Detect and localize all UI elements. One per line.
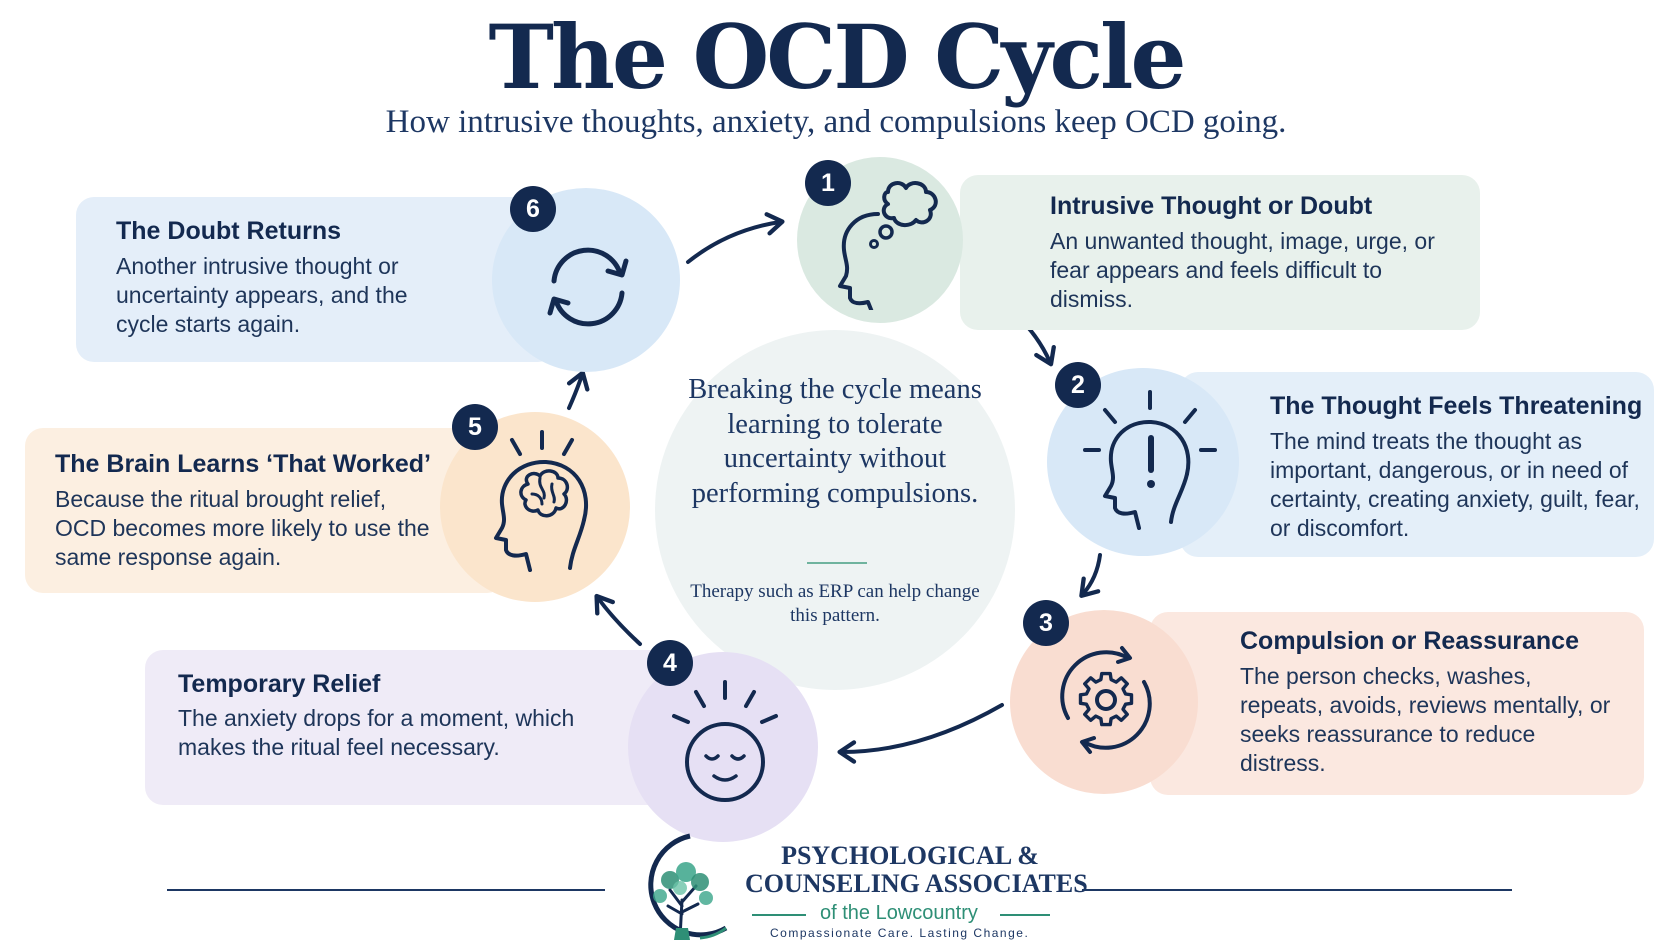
arrow-5-to-6 bbox=[566, 370, 590, 410]
page-title: The OCD Cycle bbox=[488, 5, 1187, 109]
step-4-card: Temporary Relief The anxiety drops for a… bbox=[145, 650, 685, 805]
org-name-line1: PSYCHOLOGICAL & bbox=[781, 841, 1039, 870]
step-5-title: The Brain Learns ‘That Worked’ bbox=[55, 450, 432, 478]
repeat-arrows-icon bbox=[547, 247, 629, 327]
org-subtitle: of the Lowcountry bbox=[820, 902, 978, 924]
step-4-body: The anxiety drops for a moment, which ma… bbox=[178, 705, 575, 760]
step-2-body: The mind treats the thought as important… bbox=[1270, 428, 1640, 541]
step-5-card: The Brain Learns ‘That Worked’ Because t… bbox=[25, 428, 505, 593]
page-subtitle: How intrusive thoughts, anxiety, and com… bbox=[385, 104, 1287, 140]
step-5-number: 5 bbox=[452, 404, 498, 450]
step-1-body: An unwanted thought, image, urge, or fea… bbox=[1050, 228, 1435, 312]
step-4-number: 4 bbox=[647, 640, 693, 686]
step-1-card: Intrusive Thought or Doubt An unwanted t… bbox=[960, 175, 1480, 330]
gear-cycle-icon bbox=[1060, 646, 1152, 754]
center-message: Breaking the cycle means learning to tol… bbox=[688, 374, 982, 509]
step-3-title: Compulsion or Reassurance bbox=[1240, 627, 1579, 655]
org-tagline: Compassionate Care. Lasting Change. bbox=[770, 926, 1030, 940]
step-1-title: Intrusive Thought or Doubt bbox=[1050, 192, 1373, 220]
step-5-body: Because the ritual brought relief, OCD b… bbox=[55, 486, 430, 570]
step-2-title: The Thought Feels Threatening bbox=[1270, 392, 1643, 420]
step-6-title: The Doubt Returns bbox=[116, 217, 341, 245]
arrow-6-to-1 bbox=[686, 212, 785, 264]
head-thought-bubble-icon bbox=[838, 181, 938, 310]
step-3-number: 3 bbox=[1023, 600, 1069, 646]
footer-rule-left bbox=[167, 889, 605, 891]
org-rule-right bbox=[1000, 914, 1050, 916]
step-6-body: Another intrusive thought or uncertainty… bbox=[116, 253, 408, 337]
step-2-number: 2 bbox=[1055, 362, 1101, 408]
org-rule-left bbox=[752, 914, 806, 916]
head-exclamation-icon bbox=[1083, 390, 1217, 530]
step-6-card: The Doubt Returns Another intrusive thou… bbox=[76, 197, 556, 362]
step-1-number: 1 bbox=[805, 160, 851, 206]
step-4-title: Temporary Relief bbox=[178, 670, 381, 698]
footer-rule-right bbox=[1082, 889, 1512, 891]
calm-face-icon bbox=[672, 680, 778, 802]
center-circle bbox=[655, 330, 1015, 690]
center-divider bbox=[807, 562, 867, 564]
arrow-4-to-5 bbox=[594, 593, 642, 646]
org-name-line2: COUNSELING ASSOCIATES bbox=[745, 869, 1088, 898]
arrow-3-to-4 bbox=[837, 703, 1004, 764]
arrow-2-to-3 bbox=[1079, 553, 1102, 598]
step-3-body: The person checks, washes, repeats, avoi… bbox=[1240, 663, 1611, 776]
step-2-card: The Thought Feels Threatening The mind t… bbox=[1180, 372, 1654, 557]
tree-logo-icon bbox=[648, 833, 728, 940]
step-6-number: 6 bbox=[510, 186, 556, 232]
org-name: PSYCHOLOGICAL & COUNSELING ASSOCIATES bbox=[745, 841, 1088, 898]
step-3-card: Compulsion or Reassurance The person che… bbox=[1150, 612, 1644, 795]
head-brain-icon bbox=[494, 430, 588, 572]
center-note: Therapy such as ERP can help change this… bbox=[690, 581, 980, 626]
